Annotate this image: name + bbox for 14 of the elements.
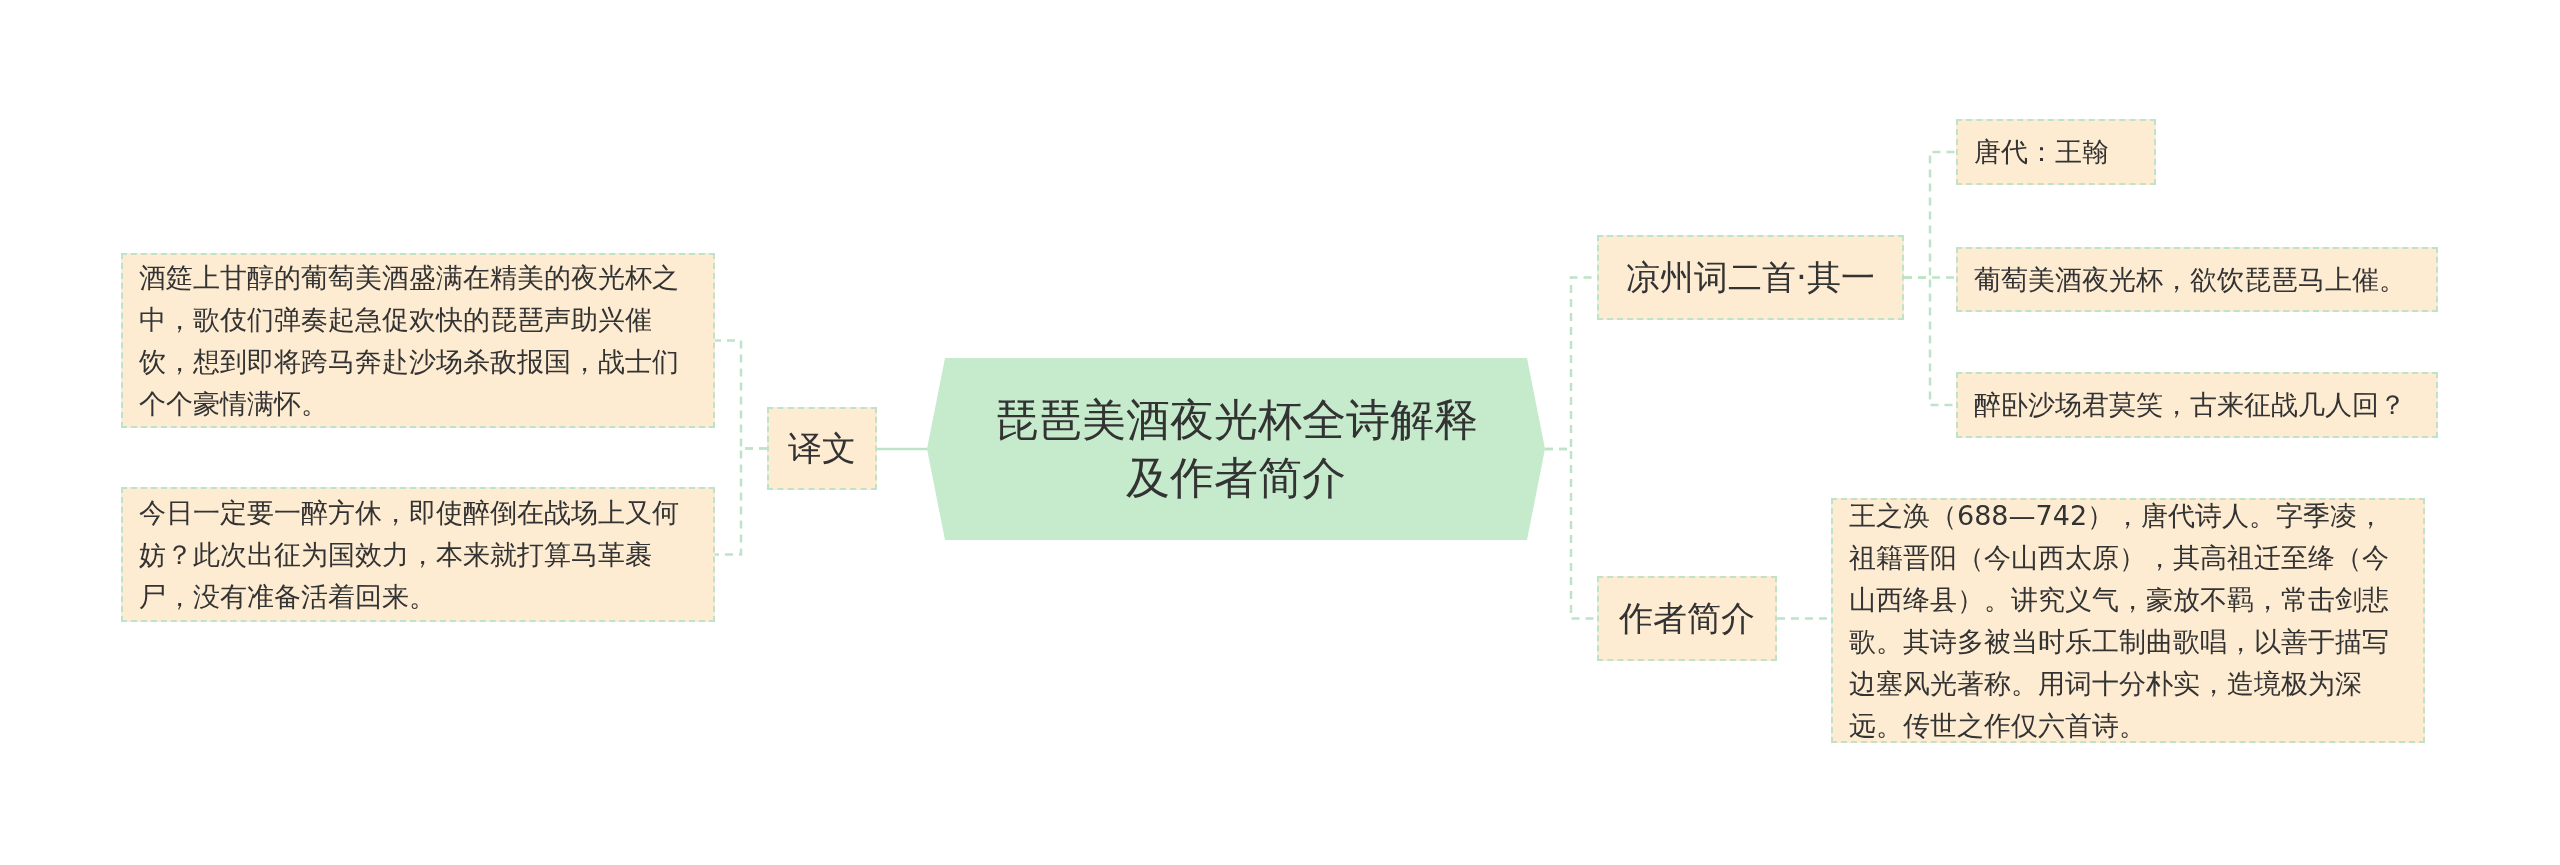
connector-line bbox=[1545, 447, 1597, 620]
connector-line bbox=[877, 447, 927, 451]
text-box: 醉卧沙场君莫笑，古来征战几人回？ bbox=[1956, 372, 2438, 438]
connector-line bbox=[1904, 276, 1956, 407]
text-box: 葡萄美酒夜光杯，欲饮琵琶马上催。 bbox=[1956, 247, 2438, 312]
text-box: 今日一定要一醉方休，即使醉倒在战场上又何妨？此次出征为国效力，本来就打算马革裹尸，没有准备活着回来。 bbox=[121, 487, 715, 622]
connector-line bbox=[715, 447, 767, 556]
topic-box: 译文 bbox=[767, 407, 877, 490]
topic-box: 作者简介 bbox=[1597, 576, 1777, 661]
text-box: 唐代：王翰 bbox=[1956, 119, 2156, 185]
text-box: 王之涣（688—742），唐代诗人。字季凌，祖籍晋阳（今山西太原），其高祖迁至绛（今山西绛县）。讲究义气，豪放不羁，常击剑悲歌。其诗多被当时乐工制曲歌唱，以善于描写边塞风光著称。用词十分朴实，造境极为深远。传世之作仅六首诗。 bbox=[1831, 498, 2425, 743]
central-topic: 琵琶美酒夜光杯全诗解释及作者简介 bbox=[927, 358, 1545, 540]
text-box: 酒筵上甘醇的葡萄美酒盛满在精美的夜光杯之中，歌伎们弹奏起急促欢快的琵琶声助兴催饮，想到即将跨马奔赴沙场杀敌报国，战士们个个豪情满怀。 bbox=[121, 253, 715, 428]
topic-box: 凉州词二首·其一 bbox=[1597, 235, 1904, 320]
